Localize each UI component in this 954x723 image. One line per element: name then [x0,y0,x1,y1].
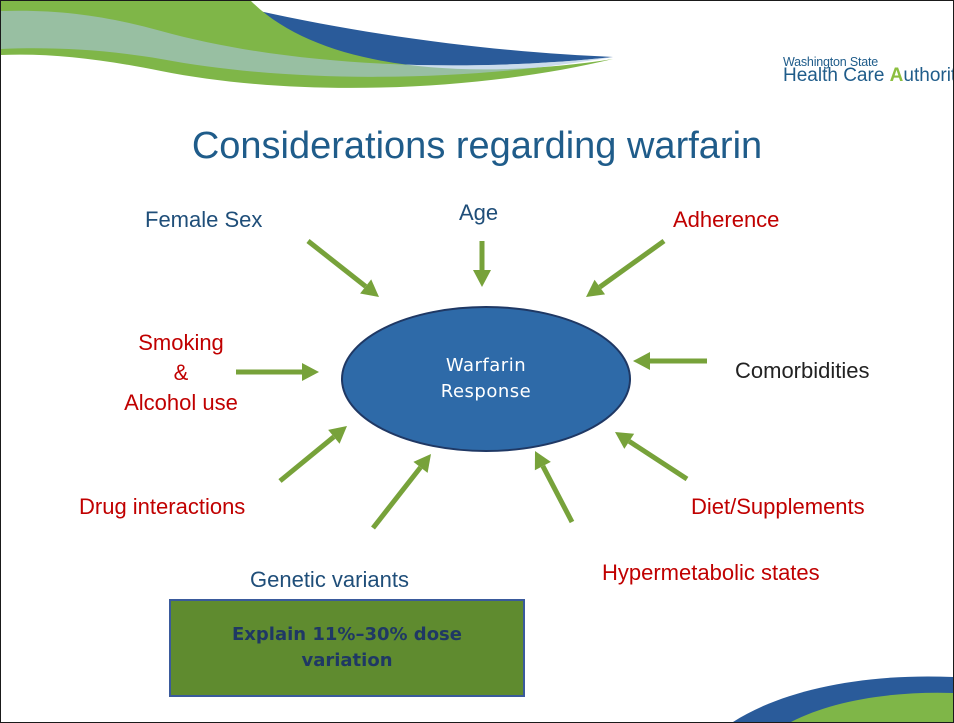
factor-smoking-alcohol: Smoking & Alcohol use [81,328,281,418]
factor-hypermetabolic-states: Hypermetabolic states [602,560,820,585]
logo-accent-letter: A [889,65,904,86]
factor-smoking-line2: & [173,360,189,385]
arrow-comorbidities [633,352,707,370]
arrow-female-sex [306,239,379,297]
bottom-swoosh-green [791,692,953,722]
factor-drug-interactions: Drug interactions [79,494,246,519]
factor-diet-supplements: Diet/Supplements [691,494,865,519]
arrow-diet [615,432,689,482]
arrow-genetic [371,454,431,530]
ellipse-label-line2: Response [440,381,532,402]
factor-female-sex: Female Sex [145,207,263,232]
factor-smoking-line1: Smoking [138,330,224,355]
top-swoosh-light [1,10,613,77]
hca-logo: Washington State Health Care Authority [783,55,953,95]
arrow-adherence [586,238,666,297]
logo-line1: Washington State [783,55,879,69]
arrow-hypermetabolic [534,451,575,524]
logo-line2: Health Care Authority [783,65,953,87]
factor-smoking-line3: Alcohol use [124,390,238,415]
page-title: Considerations regarding warfarin [191,125,763,167]
arrow-drug-interactions [278,426,347,483]
factor-age: Age [459,200,499,225]
note-line2: variation [301,650,393,671]
arrow-group [236,238,707,530]
factor-comorbidities: Comorbidities [735,358,870,383]
ellipse-label: Warfarin Response [346,331,626,427]
logo-text-a: Health Care [783,65,890,86]
top-swoosh-green [1,1,613,88]
arrow-smoking [236,363,319,381]
note-line1: Explain 11%–30% dose [232,624,462,645]
arrow-age [473,241,491,287]
logo-text-c: uthority [903,65,953,86]
factor-genetic-variants: Genetic variants [250,567,409,592]
factor-adherence: Adherence [673,207,780,232]
dose-variation-note: Explain 11%–30% dose variation [169,599,525,697]
central-ellipse [341,306,631,452]
ellipse-label-line1: Warfarin [445,355,527,376]
